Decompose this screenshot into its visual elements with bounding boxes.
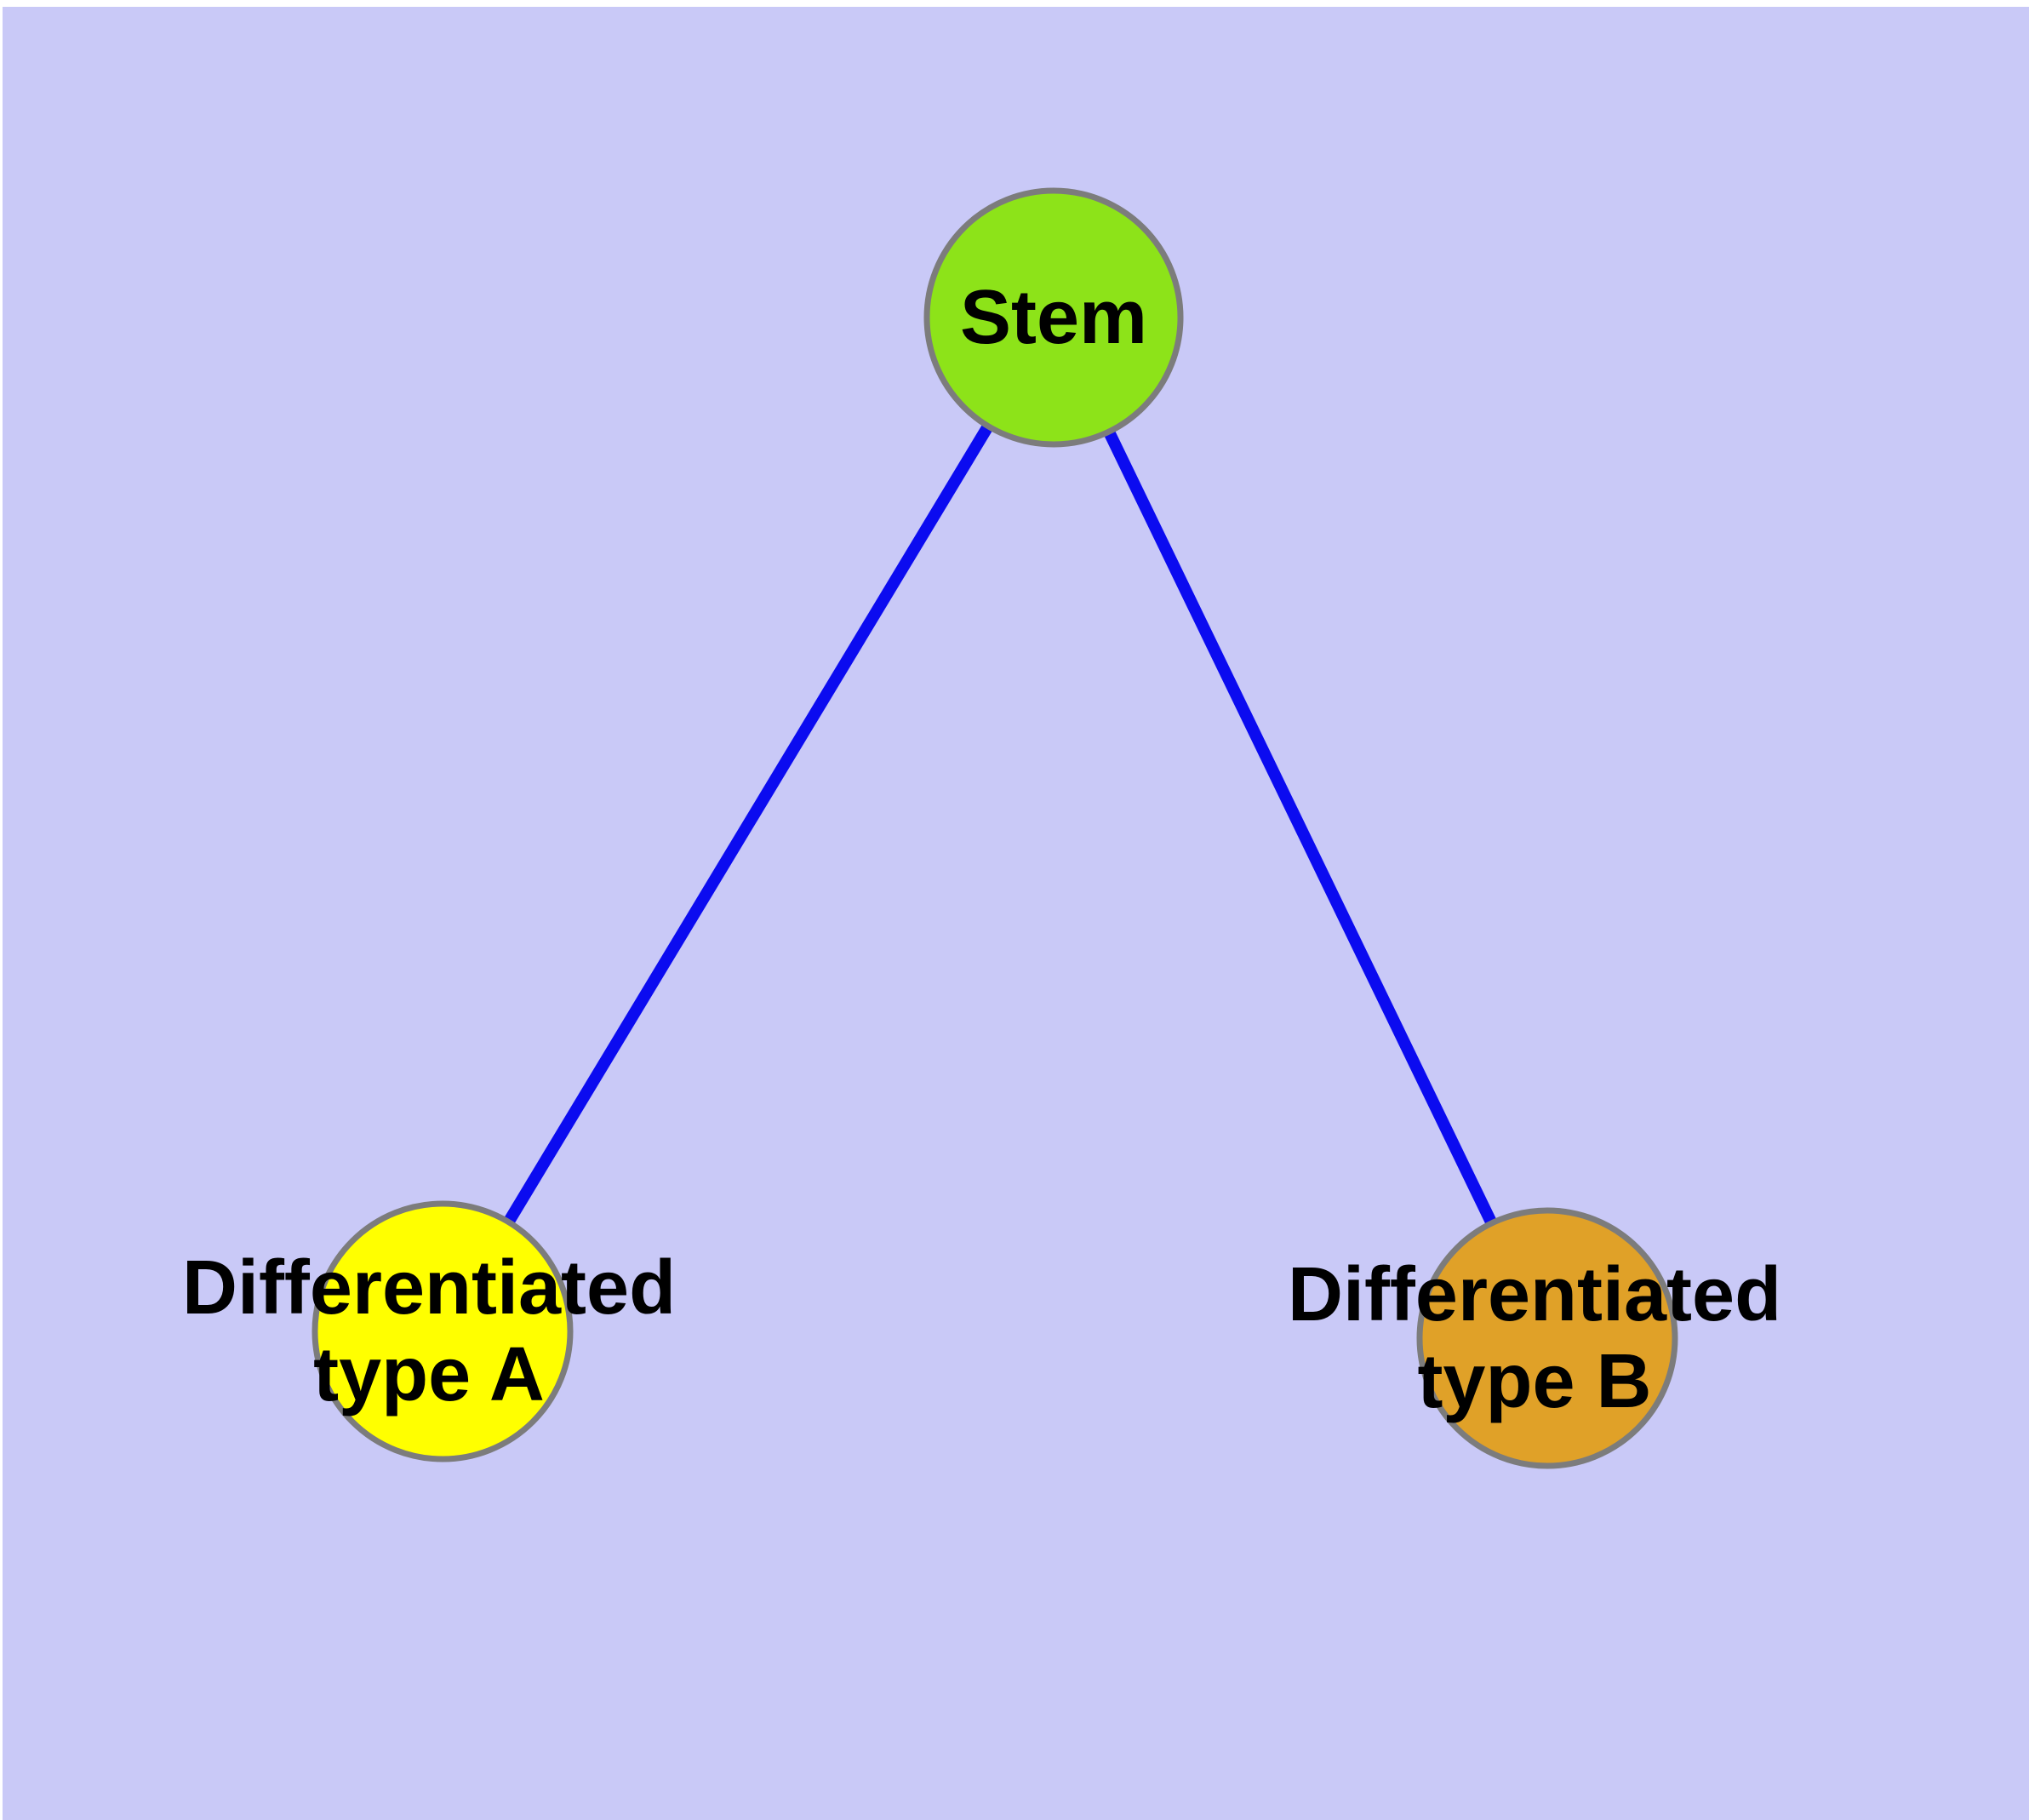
node-type-b-circle <box>1416 1207 1678 1469</box>
node-type-a-circle <box>311 1200 574 1462</box>
node-stem-circle <box>923 187 1184 448</box>
edge-stem-to-type-b <box>1048 314 1553 1342</box>
edge-stem-to-type-a <box>437 314 1059 1335</box>
